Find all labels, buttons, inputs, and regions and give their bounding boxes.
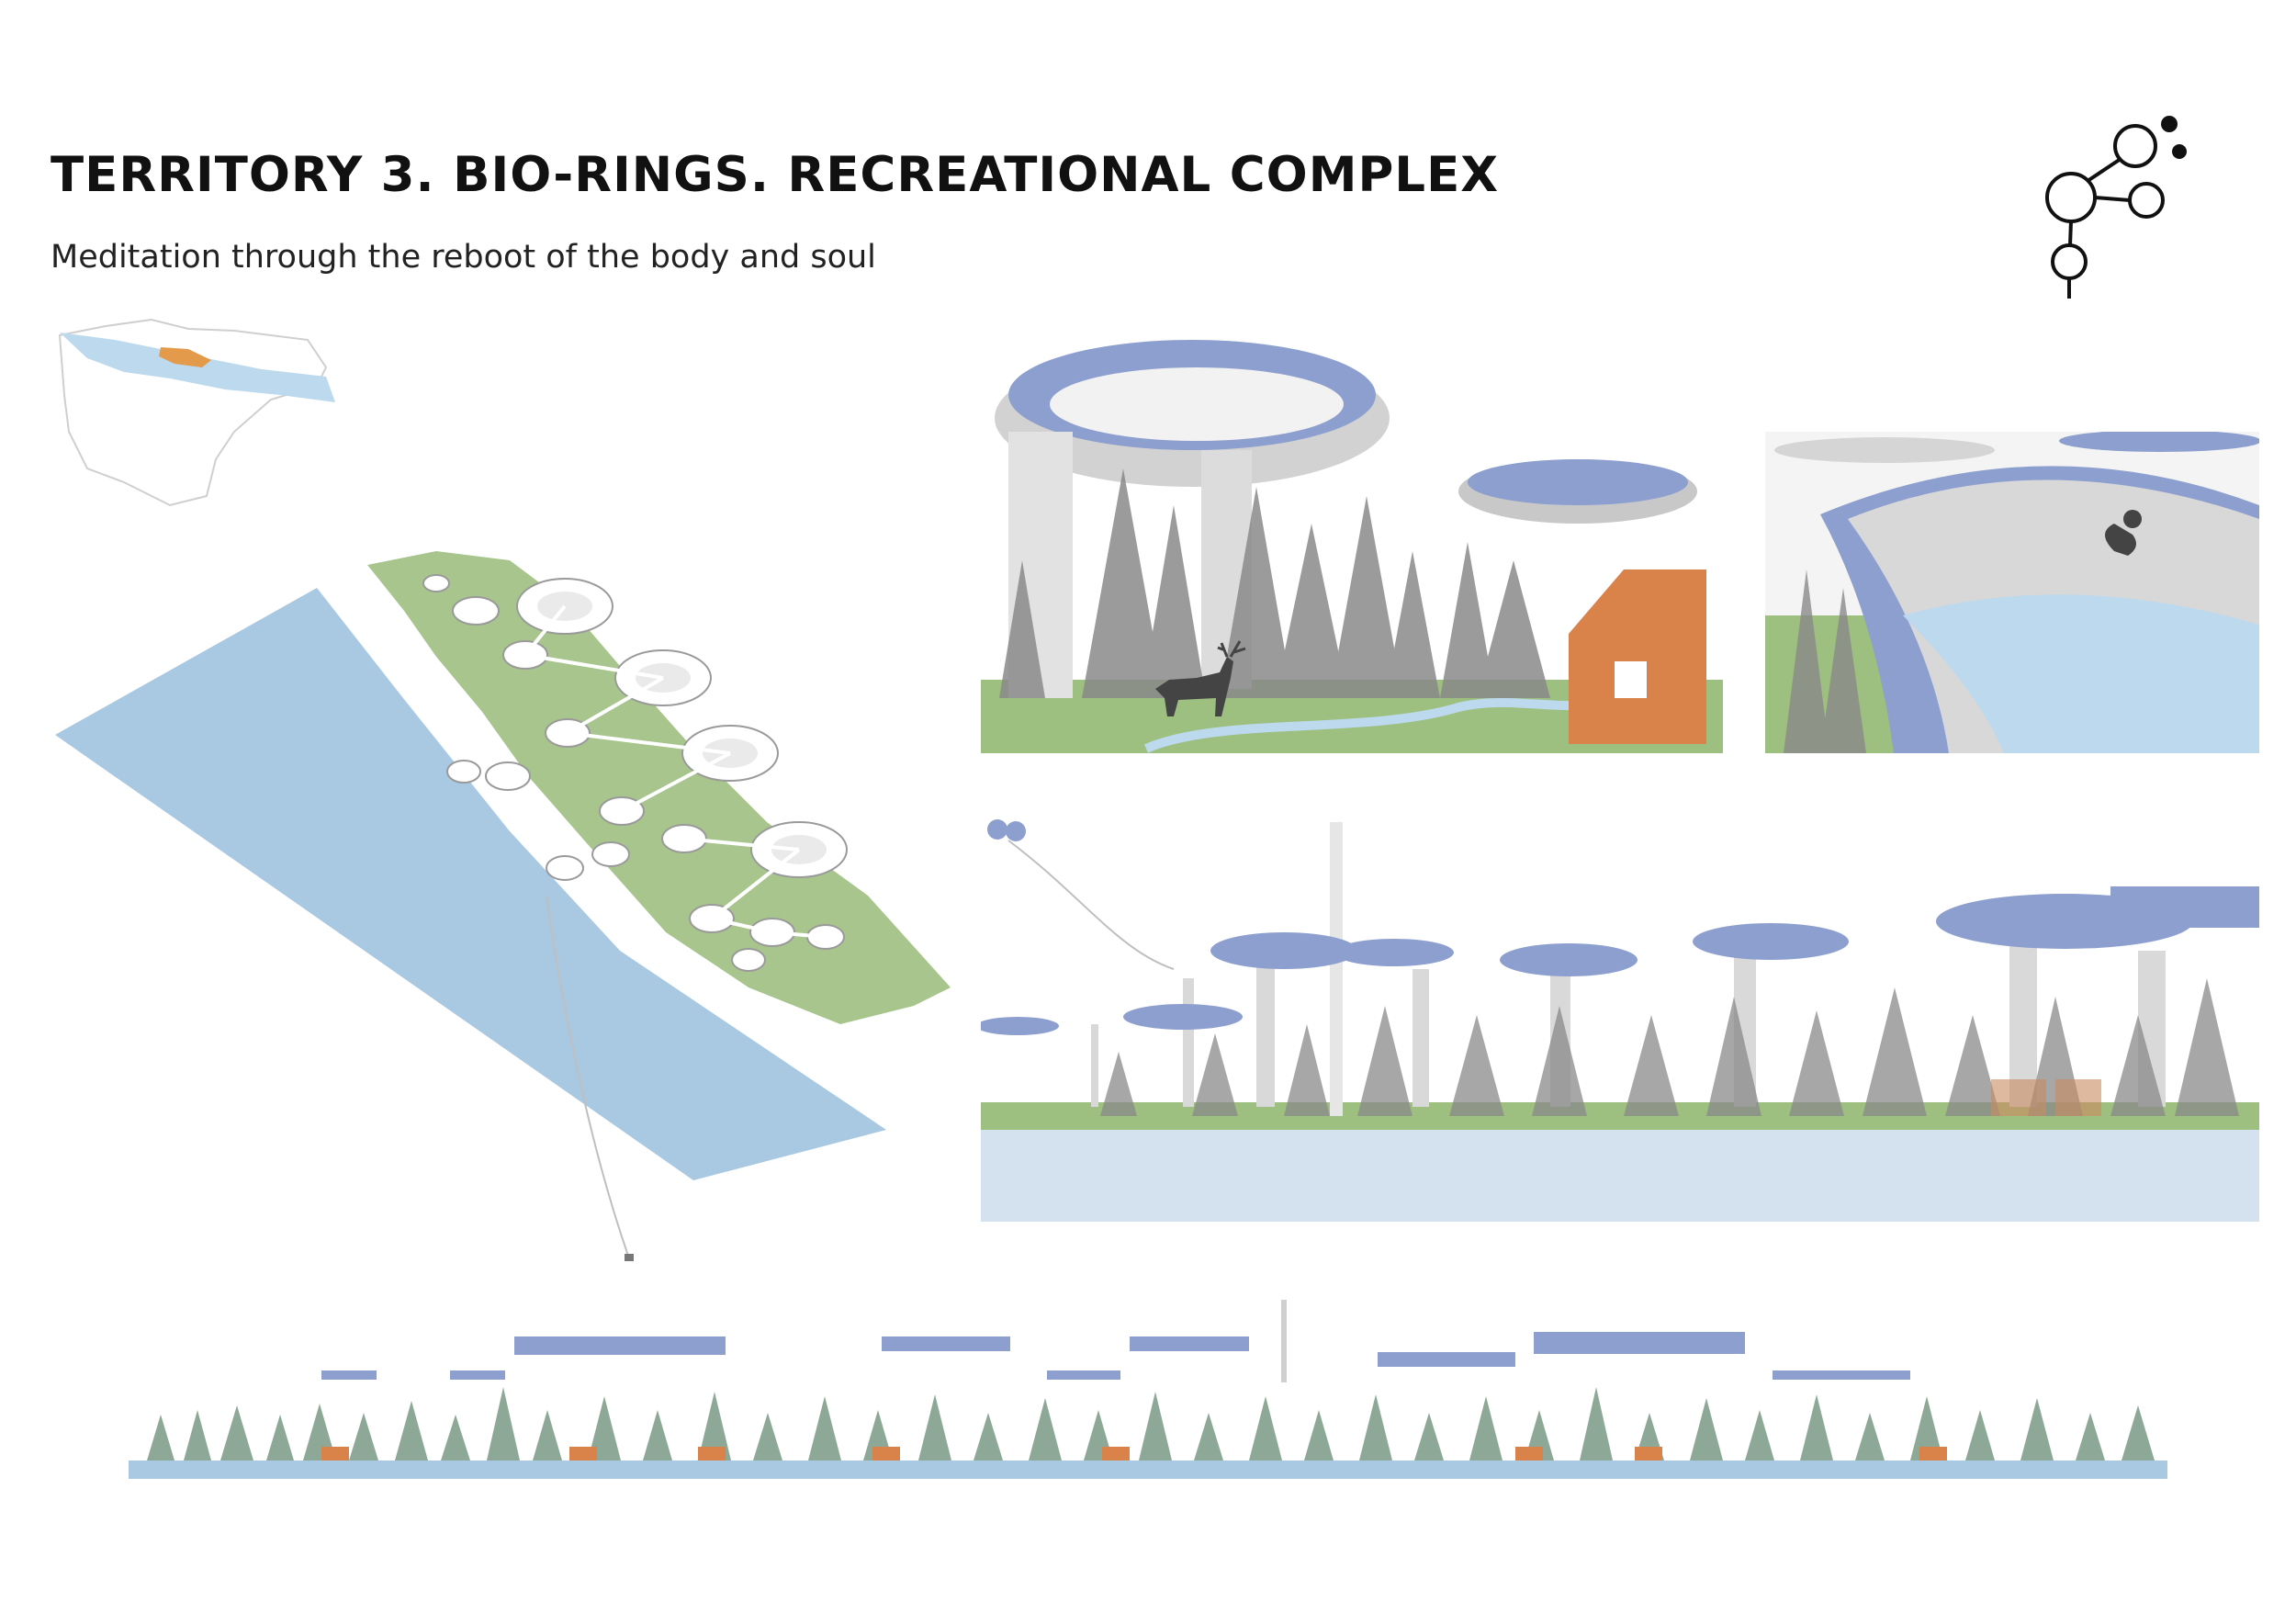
page-subtitle: Meditation through the reboot of the bod… xyxy=(51,239,876,276)
location-map xyxy=(51,312,354,514)
perspective-ring-detail xyxy=(1765,432,2259,753)
site-plan-axonometric xyxy=(51,547,969,1281)
page-title: TERRITORY 3. BIO-RINGS. RECREATIONAL COM… xyxy=(51,147,1500,203)
perspective-forest-wide xyxy=(981,813,2259,1222)
section-elevation xyxy=(129,1295,2167,1479)
bio-rings-logo-icon xyxy=(2034,106,2200,303)
perspective-elk-view xyxy=(981,331,1723,753)
